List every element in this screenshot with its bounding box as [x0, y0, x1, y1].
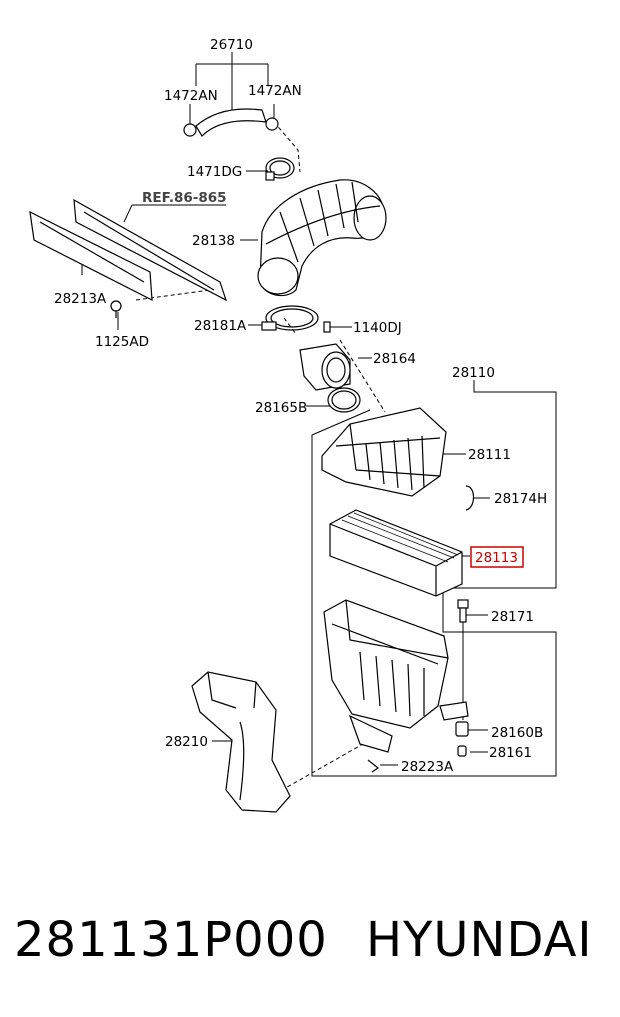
label-1125ad: 1125AD [95, 334, 149, 350]
label-28164: 28164 [373, 351, 416, 367]
clamp-28223a [367, 759, 380, 773]
intake-hose-28138 [257, 179, 387, 297]
label-26710: 26710 [210, 37, 253, 53]
label-28165b: 28165B [255, 400, 307, 416]
housing-28110-lower [323, 599, 469, 753]
label-28223a: 28223A [401, 759, 454, 775]
label-1472an-left: 1472AN [164, 88, 218, 104]
label-28113: 28113 [475, 550, 518, 566]
leader-lines [81, 52, 557, 791]
duct-28210 [191, 671, 291, 813]
label-1140dj: 1140DJ [353, 320, 402, 336]
label-28210: 28210 [165, 734, 208, 750]
brand-name: HYUNDAI [366, 912, 593, 968]
label-28213a: 28213A [54, 291, 107, 307]
screw-1140dj [323, 321, 331, 333]
label-28174h: 28174H [494, 491, 547, 507]
mount-28160b [455, 721, 469, 737]
label-1471dg: 1471DG [187, 164, 242, 180]
filter-28113 [329, 509, 463, 597]
label-28161: 28161 [489, 745, 532, 761]
clamp-1471dg [265, 157, 295, 181]
clip-28174h [465, 485, 475, 511]
sensor-28164 [299, 343, 351, 391]
cover-28111 [321, 407, 447, 497]
gasket-28165b [327, 387, 361, 413]
hose-26710 [183, 108, 279, 137]
label-28171: 28171 [491, 609, 534, 625]
clamp-28181a [261, 305, 319, 331]
highlight-box-28113 [470, 546, 524, 568]
caption-footer: 281131P000 HYUNDAI [0, 900, 620, 980]
label-28138: 28138 [192, 233, 235, 249]
part-labels: 26710 1472AN 1472AN 1471DG REF.86-865 28… [54, 37, 547, 775]
part-number: 281131P000 [14, 912, 328, 968]
label-28111: 28111 [468, 447, 511, 463]
label-ref: REF.86-865 [142, 190, 227, 206]
parts-diagram: 26710 1472AN 1472AN 1471DG REF.86-865 28… [29, 37, 557, 813]
label-28110: 28110 [452, 365, 495, 381]
label-28181a: 28181A [194, 318, 247, 334]
bracket-28213a [29, 198, 228, 318]
label-1472an-right: 1472AN [248, 83, 302, 99]
bolt-28171 [457, 599, 469, 623]
label-28160b: 28160B [491, 725, 543, 741]
mount-28161 [457, 745, 467, 757]
